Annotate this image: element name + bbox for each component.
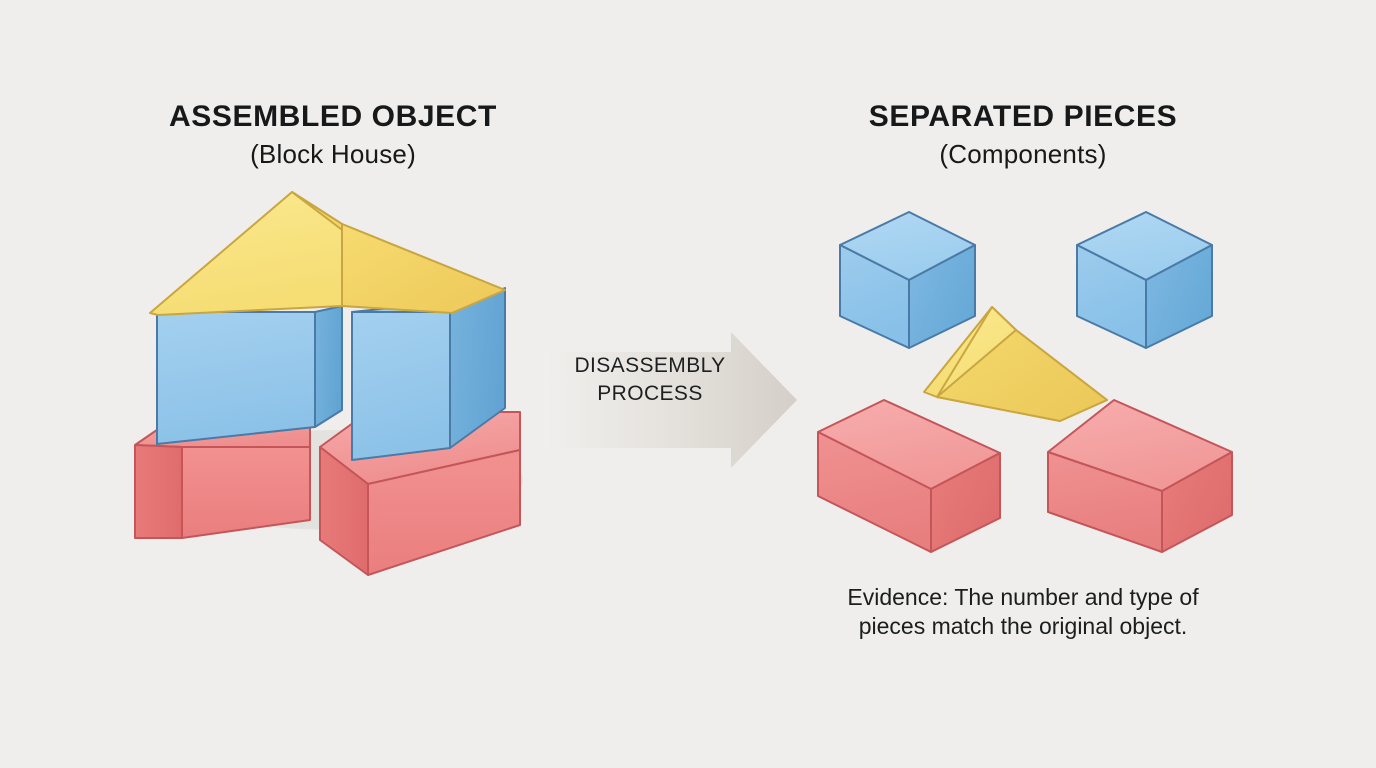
evidence-caption-line-1: Evidence: The number and type of bbox=[847, 584, 1199, 610]
assembled-object-title: ASSEMBLED OBJECT (Block House) bbox=[133, 100, 533, 170]
piece-red-block-2 bbox=[1047, 399, 1233, 553]
separated-pieces-figure bbox=[817, 211, 1233, 553]
disassembly-arrow bbox=[545, 332, 797, 468]
arrow-shape bbox=[545, 332, 797, 468]
separated-pieces-title: SEPARATED PIECES (Components) bbox=[823, 100, 1223, 170]
blue-cube-right bbox=[351, 287, 506, 461]
evidence-caption-line-2: pieces match the original object. bbox=[858, 613, 1188, 640]
piece-red-block-1 bbox=[817, 399, 1001, 553]
evidence-caption: Evidence: The number and type of pieces … bbox=[783, 583, 1263, 642]
assembled-object-figure bbox=[134, 191, 523, 576]
blue-cube-left bbox=[156, 305, 343, 445]
piece-yellow-prism bbox=[923, 306, 1108, 422]
assembled-object-heading: ASSEMBLED OBJECT bbox=[169, 100, 497, 133]
piece-blue-cube-2 bbox=[1076, 211, 1213, 349]
assembled-object-subheading: (Block House) bbox=[250, 138, 416, 169]
separated-pieces-heading: SEPARATED PIECES bbox=[868, 100, 1178, 133]
yellow-roof-prism bbox=[149, 191, 506, 316]
piece-blue-cube-1 bbox=[839, 211, 976, 349]
separated-pieces-subheading: (Components) bbox=[939, 138, 1107, 169]
